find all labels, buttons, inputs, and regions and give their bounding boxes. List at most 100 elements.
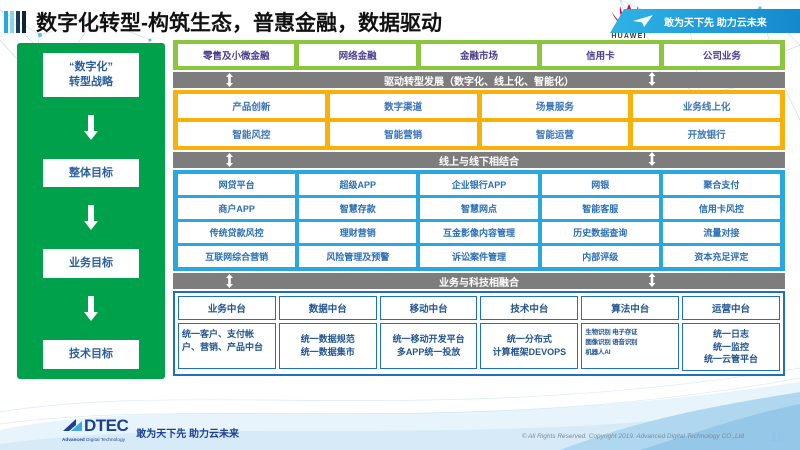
platform-body: 统一移动开发平台 多APP统一投放 xyxy=(379,323,478,369)
strategy-item-technology-goal: 技术目标 xyxy=(43,340,139,369)
connector-label: 驱动转型发展（数字化、线上化、智能化） xyxy=(384,76,574,88)
platform-line: 统一数据规范 xyxy=(300,334,355,345)
platform-line: 统一移动开发平台 xyxy=(392,334,465,345)
capability-cell: 诉讼案件管理 xyxy=(420,246,538,267)
platform-line: 计算框架DEVOPS xyxy=(492,347,567,357)
double-arrow-icon xyxy=(648,72,656,86)
connector-label: 业务与科技相融合 xyxy=(439,277,519,289)
connector-label: 线上与线下相结合 xyxy=(439,156,519,168)
down-arrow-icon xyxy=(84,296,98,322)
capability-cell: 信用卡风控 xyxy=(662,198,781,219)
capability-cell: 超级APP xyxy=(299,174,417,195)
capability-cell: 互联网综合营销 xyxy=(178,246,296,267)
capability-cell: 商户APP xyxy=(178,198,296,219)
title-accent-bars xyxy=(4,11,28,33)
capability-cell: 智能客服 xyxy=(541,198,659,219)
slogan-ribbon: 敢为天下先 助力云未来 xyxy=(610,9,800,33)
business-line-cell: 网络金融 xyxy=(299,44,416,66)
platform-body: 统一日志 统一监控 统一云管平台 xyxy=(682,323,780,371)
platform-head: 运营中台 xyxy=(682,296,780,320)
platform-line: 图像识别 语音识别 xyxy=(585,338,638,346)
capability-cell: 流量对接 xyxy=(662,222,781,243)
platform-body: 统一客户、支付帐户、营销、产品中台 xyxy=(178,323,276,369)
platform-head: 业务中台 xyxy=(178,296,276,320)
business-line-cell: 信用卡 xyxy=(542,44,659,66)
transformation-band: 产品创新 数字渠道 场景服务 业务线上化 智能风控 智能营销 智能运营 开放银行 xyxy=(173,90,785,150)
platform-body: 生物识别 电子存证 图像识别 语音识别 机器人AI xyxy=(581,323,680,369)
business-line-cell: 公司业务 xyxy=(663,44,781,66)
platform-column-operations: 运营中台 统一日志 统一监控 统一云管平台 xyxy=(682,296,780,371)
capability-cell: 理财营销 xyxy=(299,222,417,243)
platform-band: 业务中台 统一客户、支付帐户、营销、产品中台 数据中台 统一数据规范 统一数据集… xyxy=(173,291,785,376)
platform-line: 统一监控 xyxy=(713,341,750,352)
dtec-tagline-rest: Digital Technology xyxy=(84,437,126,442)
page-header: 数字化转型-构筑生态，普惠金融，数据驱动 xyxy=(0,4,442,40)
dtec-logo: DTEC Advanced Digital Technology 敢为天下先 助… xyxy=(62,416,239,442)
platform-column-algorithm: 算法中台 生物识别 电子存证 图像识别 语音识别 机器人AI xyxy=(581,296,680,371)
ribbon-slogan: 敢为天下先 助力云未来 xyxy=(664,17,767,29)
platform-line: 统一客户、支付帐户、营销、产品中台 xyxy=(182,329,264,352)
layers-column: 零售及小微金融 网络金融 金融市场 信用卡 公司业务 驱动转型发展（数字化、线上… xyxy=(173,40,785,376)
capability-cell: 传统贷款风控 xyxy=(178,222,296,243)
transformation-cell: 数字渠道 xyxy=(329,94,477,118)
platform-line: 机器人AI xyxy=(585,348,611,356)
capability-row: 商户APP 智慧存款 智慧网点 智能客服 信用卡风控 xyxy=(178,198,781,219)
capability-cell: 智慧存款 xyxy=(299,198,417,219)
platform-head: 技术中台 xyxy=(480,296,579,320)
strategy-item-overall-goal: 整体目标 xyxy=(43,158,139,188)
double-arrow-icon xyxy=(648,273,656,287)
diagram-stage: “数字化” 转型战略 整体目标 业务目标 技术目标 零售及小微金融 网络金融 金… xyxy=(0,40,800,405)
platform-line: 统一日志 xyxy=(713,329,750,339)
down-arrow-icon xyxy=(84,205,98,231)
capability-row: 互联网综合营销 风险管理及预警 诉讼案件管理 内部评级 资本充足评定 xyxy=(178,246,781,267)
double-arrow-icon xyxy=(226,274,233,288)
capability-cell: 历史数据查询 xyxy=(541,222,659,243)
platform-line: 统一数据集市 xyxy=(300,347,355,357)
platform-line: 多APP统一投放 xyxy=(396,347,461,357)
platform-body: 统一数据规范 统一数据集市 xyxy=(278,323,377,369)
transformation-cell: 产品创新 xyxy=(178,94,325,118)
strategy-column: “数字化” 转型战略 整体目标 业务目标 技术目标 xyxy=(17,43,165,379)
capability-cell: 智慧网点 xyxy=(420,198,538,219)
capability-row: 传统贷款风控 理财营销 互金影像内容管理 历史数据查询 流量对接 xyxy=(178,222,781,243)
platform-head: 算法中台 xyxy=(581,296,680,320)
capability-cell: 内部评级 xyxy=(541,246,659,267)
capability-cell: 资本充足评定 xyxy=(662,246,781,267)
platform-line: 统一云管平台 xyxy=(704,354,759,365)
down-arrow-icon xyxy=(84,114,98,140)
transformation-cell: 智能营销 xyxy=(329,122,477,146)
huawei-wordmark: HUAWEI xyxy=(611,33,647,40)
page-title: 数字化转型-构筑生态，普惠金融，数据驱动 xyxy=(36,12,442,35)
platform-column-business: 业务中台 统一客户、支付帐户、营销、产品中台 xyxy=(178,296,276,371)
strategy-item-line1: “数字化” xyxy=(69,61,113,73)
capability-row: 网贷平台 超级APP 企业银行APP 网银 聚合支付 xyxy=(178,174,781,195)
footer-slogan: 敢为天下先 助力云未来 xyxy=(136,429,240,440)
capability-cell: 互金影像内容管理 xyxy=(420,222,538,243)
capability-cell: 聚合支付 xyxy=(662,174,781,195)
transformation-cell: 智能风控 xyxy=(178,122,325,146)
double-arrow-icon xyxy=(226,73,233,87)
platform-body: 统一分布式 计算框架DEVOPS xyxy=(480,323,579,369)
page-number: 10 xyxy=(770,430,784,444)
strategy-item-line2: 转型战略 xyxy=(69,75,113,88)
copyright-text: © All Rights Reserved. Copyright 2019. A… xyxy=(521,433,744,440)
capability-cell: 企业银行APP xyxy=(420,174,538,195)
business-lines-band: 零售及小微金融 网络金融 金融市场 信用卡 公司业务 xyxy=(173,40,785,70)
transformation-row: 智能风控 智能营销 智能运营 开放银行 xyxy=(178,122,780,146)
strategy-item-transformation: “数字化” 转型战略 xyxy=(43,53,139,97)
transformation-cell: 场景服务 xyxy=(481,94,629,118)
dtec-mark-icon xyxy=(63,418,82,431)
transformation-cell: 开放银行 xyxy=(633,122,780,146)
platform-column-technology: 技术中台 统一分布式 计算框架DEVOPS xyxy=(480,296,579,371)
transformation-cell: 智能运营 xyxy=(481,122,629,146)
platform-line: 生物识别 电子存证 xyxy=(585,329,638,336)
double-arrow-icon xyxy=(226,153,233,167)
platform-head: 移动中台 xyxy=(379,296,478,320)
platform-column-mobile: 移动中台 统一移动开发平台 多APP统一投放 xyxy=(379,296,478,371)
connector-online-offline: 线上与线下相结合 xyxy=(173,152,785,168)
capability-cell: 网贷平台 xyxy=(178,174,296,195)
business-line-cell: 零售及小微金融 xyxy=(178,44,295,66)
dtec-wordmark: DTEC xyxy=(84,416,129,435)
double-arrow-icon xyxy=(648,152,656,166)
platform-head: 数据中台 xyxy=(278,296,377,320)
